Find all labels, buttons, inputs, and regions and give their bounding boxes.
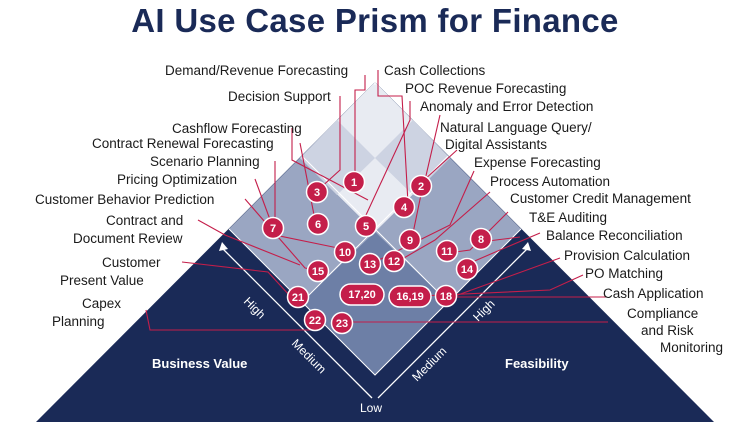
svg-text:18: 18 [440, 291, 452, 303]
svg-text:14: 14 [461, 264, 474, 276]
svg-text:7: 7 [270, 223, 276, 235]
badge-4: 4 [392, 195, 416, 219]
label-scenario-planning: Scenario Planning [150, 154, 260, 169]
badge-16-19: 16,19 [388, 285, 432, 308]
svg-text:13: 13 [364, 259, 376, 271]
badge-23: 23 [330, 311, 354, 335]
label-provision-calculation: Provision Calculation [564, 248, 690, 263]
badge-7: 7 [261, 216, 285, 240]
axis-arrowhead-left [219, 242, 228, 251]
svg-text:6: 6 [315, 219, 321, 231]
badge-11: 11 [435, 239, 459, 263]
label-decision-support: Decision Support [228, 89, 331, 104]
label-po-matching: PO Matching [585, 266, 663, 281]
axis-low: Low [360, 401, 382, 415]
label-present-value: Present Value [60, 273, 144, 288]
svg-text:17,20: 17,20 [348, 289, 376, 301]
badge-15: 15 [306, 259, 330, 283]
label-document-review: Document Review [73, 231, 183, 246]
svg-text:3: 3 [314, 187, 320, 199]
label-anomaly-error-detection: Anomaly and Error Detection [420, 99, 593, 114]
svg-text:9: 9 [407, 235, 413, 247]
label-capex: Capex [82, 296, 121, 311]
label-poc-revenue-forecasting: POC Revenue Forecasting [405, 81, 566, 96]
use-case-badges: 1 2 3 4 5 6 7 8 9 10 11 12 13 14 15 16,1… [261, 170, 493, 335]
svg-text:8: 8 [478, 234, 484, 246]
label-demand-revenue-forecasting: Demand/Revenue Forecasting [165, 63, 348, 78]
label-cashflow-forecasting: Cashflow Forecasting [172, 121, 302, 136]
label-balance-reconciliation: Balance Reconciliation [546, 228, 683, 243]
svg-text:2: 2 [418, 181, 424, 193]
axis-arrows [221, 247, 529, 399]
label-customer: Customer [102, 255, 161, 270]
label-expense-forecasting: Expense Forecasting [474, 155, 601, 170]
badge-3: 3 [305, 180, 329, 204]
badge-8: 8 [469, 227, 493, 251]
label-monitoring: Monitoring [660, 340, 723, 355]
svg-text:23: 23 [336, 318, 348, 330]
label-and-risk: and Risk [641, 323, 694, 338]
badge-17-20: 17,20 [339, 283, 385, 306]
label-planning: Planning [52, 314, 105, 329]
label-customer-credit-management: Customer Credit Management [510, 191, 691, 206]
svg-text:21: 21 [292, 292, 304, 304]
right-labels: Cash Collections POC Revenue Forecasting… [384, 63, 723, 355]
svg-text:1: 1 [351, 177, 357, 189]
svg-text:10: 10 [339, 247, 351, 259]
badge-6: 6 [306, 212, 330, 236]
business-value-label: Business Value [152, 356, 247, 371]
svg-text:15: 15 [312, 266, 324, 278]
label-process-automation: Process Automation [490, 174, 610, 189]
prism-upper-right-lighter [375, 120, 450, 195]
badge-14: 14 [455, 257, 479, 281]
label-customer-behavior-prediction: Customer Behavior Prediction [35, 192, 214, 207]
svg-text:16,19: 16,19 [396, 291, 424, 303]
badge-9: 9 [398, 228, 422, 252]
badge-13: 13 [358, 252, 382, 276]
label-contract-and: Contract and [106, 213, 183, 228]
badge-2: 2 [409, 174, 433, 198]
svg-text:11: 11 [441, 246, 453, 258]
left-labels: Demand/Revenue Forecasting Decision Supp… [35, 63, 348, 329]
svg-text:22: 22 [309, 315, 321, 327]
label-te-auditing: T&E Auditing [529, 210, 607, 225]
connector-lines [145, 70, 608, 331]
label-cash-collections: Cash Collections [384, 63, 486, 78]
svg-text:4: 4 [401, 202, 408, 214]
label-contract-renewal-forecasting: Contract Renewal Forecasting [92, 136, 274, 151]
label-natural-language-query: Natural Language Query/ [440, 120, 592, 135]
page-title: AI Use Case Prism for Finance [131, 2, 619, 39]
label-pricing-optimization: Pricing Optimization [117, 172, 237, 187]
badge-22: 22 [303, 308, 327, 332]
badge-18: 18 [434, 284, 458, 308]
label-digital-assistants: Digital Assistants [445, 137, 547, 152]
svg-text:12: 12 [388, 256, 400, 268]
svg-text:5: 5 [363, 221, 369, 233]
badge-21: 21 [286, 285, 310, 309]
label-compliance: Compliance [627, 306, 698, 321]
axis-arrowhead-right [522, 242, 531, 251]
badge-10: 10 [333, 240, 357, 264]
feasibility-label: Feasibility [505, 356, 569, 371]
label-cash-application: Cash Application [603, 286, 704, 301]
badge-1: 1 [342, 170, 366, 194]
badge-5: 5 [354, 214, 378, 238]
badge-12: 12 [382, 249, 406, 273]
